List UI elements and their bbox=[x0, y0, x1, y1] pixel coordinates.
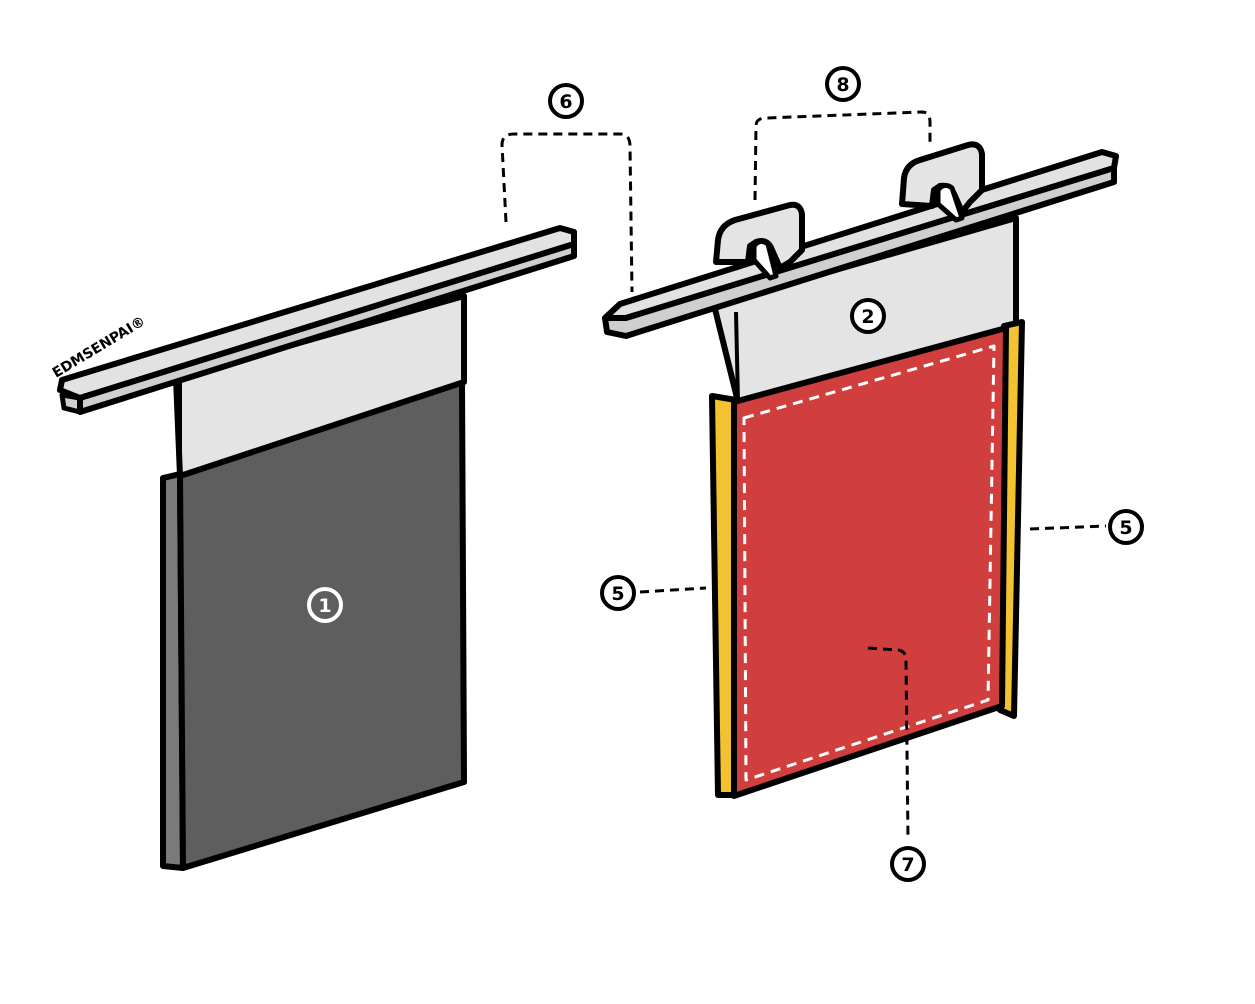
callout-8: 8 bbox=[825, 66, 861, 102]
right-rod-underside bbox=[602, 165, 1117, 339]
left-banner: EDMSENPAI® bbox=[50, 225, 577, 871]
callout-1-circle bbox=[307, 587, 343, 623]
callout-7-circle bbox=[890, 846, 926, 882]
callout-2: 2 bbox=[850, 298, 886, 334]
callout-5-left-circle bbox=[600, 575, 636, 611]
callout-5-right-label: 5 bbox=[1119, 517, 1132, 539]
callout-2-label: 2 bbox=[861, 306, 874, 328]
hook-left-slot bbox=[751, 238, 779, 281]
callout-5-left-label: 5 bbox=[611, 583, 624, 605]
callout-5-right: 5 bbox=[1108, 509, 1144, 545]
leader-8 bbox=[753, 110, 932, 201]
hook-right bbox=[899, 141, 985, 223]
right-panel-red bbox=[731, 325, 1009, 799]
callout-8-circle bbox=[825, 66, 861, 102]
leader-6 bbox=[500, 132, 634, 293]
callout-5-right-circle bbox=[1108, 509, 1144, 545]
callout-5-left: 5 bbox=[600, 575, 636, 611]
callout-6: 6 bbox=[548, 83, 584, 119]
callout-1: 1 bbox=[307, 587, 343, 623]
left-rod-underside bbox=[77, 241, 577, 415]
leader-5-right bbox=[1029, 524, 1107, 531]
callout-1-label: 1 bbox=[318, 595, 331, 617]
leader-5-left bbox=[639, 586, 707, 594]
callout-7: 7 bbox=[890, 846, 926, 882]
callout-2-circle bbox=[850, 298, 886, 334]
hook-right-slot bbox=[935, 182, 965, 223]
callout-6-label: 6 bbox=[559, 91, 572, 113]
callout-7-label: 7 bbox=[901, 854, 914, 876]
right-header-edge bbox=[734, 311, 740, 403]
callout-6-circle bbox=[548, 83, 584, 119]
hook-left bbox=[713, 201, 805, 281]
right-banner bbox=[602, 141, 1119, 799]
callout-8-label: 8 bbox=[836, 74, 849, 96]
leader-7 bbox=[867, 646, 910, 841]
stitch-line bbox=[742, 344, 996, 782]
